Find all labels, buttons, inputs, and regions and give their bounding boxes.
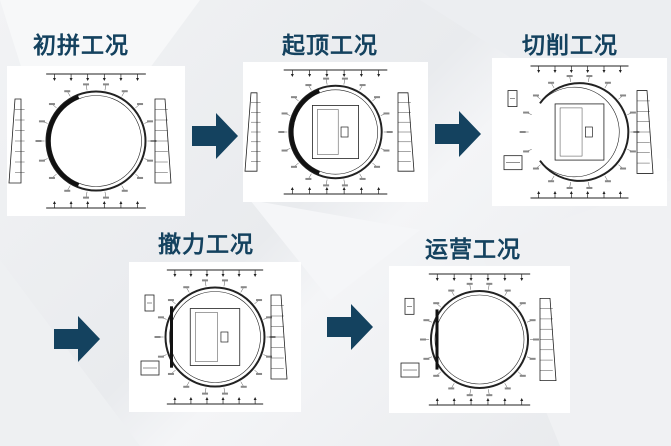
left-small-diagram [503,155,523,171]
left-small-diagram [144,294,155,312]
top-load-bar [428,273,531,281]
stage-title-1: 初拼工况 [33,33,129,59]
left-small-diagram [507,90,518,107]
right-pressure-diagram [270,294,288,380]
bottom-load-bar [428,398,531,406]
tunnel-ring [35,83,157,199]
right-pressure-diagram [397,92,415,172]
stage-diagram-3 [492,58,667,206]
stage-diagram-1 [7,66,185,216]
stage-title-4: 撤力工况 [158,232,254,258]
bottom-load-bar [46,201,146,209]
inner-frame [554,103,605,161]
right-arrow-icon [54,316,100,362]
right-pressure-diagram [539,297,557,382]
stage-title-2: 起顶工况 [282,33,378,59]
stage-diagram-4 [129,262,301,412]
stage-title-3: 切削工况 [522,33,618,59]
left-pressure-diagram [244,92,261,172]
stage-diagram-2 [243,62,428,202]
top-load-bar [166,269,264,277]
left-pressure-diagram [8,98,25,184]
top-load-bar [46,73,146,81]
left-small-diagram [400,362,420,378]
tunnel-ring [154,279,276,395]
stage-title-5: 运营工况 [425,237,521,263]
right-arrow-icon [435,111,481,157]
inner-frame [312,105,360,159]
top-load-bar [530,65,629,73]
left-small-diagram [140,360,160,376]
right-arrow-icon [327,304,373,350]
right-pressure-diagram [636,90,654,174]
inner-frame [189,308,241,366]
bottom-load-bar [530,191,629,199]
bottom-load-bar [166,397,264,405]
left-small-diagram [404,297,415,315]
top-load-bar [283,69,388,77]
right-pressure-diagram [154,98,172,184]
stage-diagram-5 [389,266,570,413]
bottom-load-bar [283,187,388,195]
tunnel-ring [278,77,393,187]
tunnel-ring [519,75,640,189]
tunnel-ring [419,282,540,397]
right-arrow-icon [192,113,238,159]
